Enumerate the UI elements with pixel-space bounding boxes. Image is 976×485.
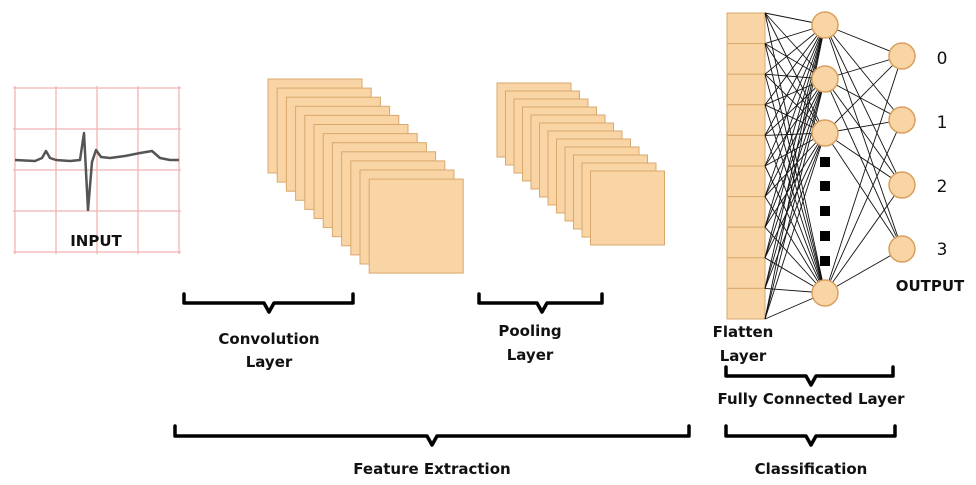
connection-line xyxy=(764,78,826,258)
output-node xyxy=(888,171,916,199)
output-label: OUTPUT xyxy=(896,277,965,295)
connection-line xyxy=(764,132,826,320)
connection-line xyxy=(824,24,903,186)
flatten-cell xyxy=(726,226,766,259)
connection-line xyxy=(824,132,903,186)
connection-line xyxy=(824,78,903,121)
fc-connections xyxy=(764,12,903,320)
pooling-feature-maps xyxy=(496,82,665,246)
flatten-cell xyxy=(726,73,766,106)
connection-line xyxy=(764,24,826,228)
connection-line xyxy=(764,226,826,294)
ellipsis-square xyxy=(820,256,830,266)
connection-line xyxy=(764,78,826,197)
connection-line xyxy=(824,55,903,134)
flatten-cell xyxy=(726,257,766,289)
connection-line xyxy=(764,132,826,258)
pool-label-line1: Pooling xyxy=(498,322,561,340)
classification-bracket xyxy=(724,424,897,447)
connection-line xyxy=(824,24,903,250)
ellipsis-square xyxy=(820,231,830,241)
connection-line xyxy=(764,78,826,320)
connection-line xyxy=(824,119,903,294)
output-node xyxy=(888,106,916,134)
connection-line xyxy=(824,248,903,294)
connection-line xyxy=(764,165,826,294)
connection-line xyxy=(764,24,826,197)
conv-label-line2: Layer xyxy=(246,353,293,371)
connection-line xyxy=(764,73,826,134)
conv-bracket xyxy=(182,292,355,314)
pool-bracket xyxy=(477,292,604,314)
hidden-node xyxy=(811,65,839,93)
flatten-layer-column xyxy=(726,12,766,320)
connection-line xyxy=(824,24,903,121)
conv-label-line1: Convolution xyxy=(218,330,319,348)
pool-label-line2: Layer xyxy=(507,346,554,364)
output-class-label: 3 xyxy=(937,240,948,260)
connection-line xyxy=(764,78,826,289)
hidden-layer-ellipsis xyxy=(820,157,830,266)
connection-line xyxy=(764,196,826,294)
flatten-cell xyxy=(726,196,766,228)
connection-line xyxy=(824,78,903,186)
connection-line xyxy=(824,132,903,250)
connection-line xyxy=(764,24,826,167)
classification-label: Classification xyxy=(755,460,868,478)
connection-line xyxy=(764,24,826,289)
flatten-cell xyxy=(726,104,766,136)
input-ecg: INPUT xyxy=(13,86,181,254)
fc-bracket xyxy=(724,365,895,387)
feature-extraction-bracket xyxy=(173,424,691,447)
flatten-cell xyxy=(726,287,766,320)
flatten-label-line1: Flatten xyxy=(713,323,774,341)
connection-line xyxy=(764,132,826,197)
feature-map xyxy=(368,178,464,274)
connection-line xyxy=(824,78,903,250)
connection-line xyxy=(764,78,826,228)
connection-line xyxy=(764,24,826,136)
input-label: INPUT xyxy=(70,232,122,250)
hidden-node xyxy=(811,11,839,39)
hidden-node xyxy=(811,279,839,307)
output-node xyxy=(888,42,916,70)
ellipsis-square xyxy=(820,157,830,167)
flatten-cell xyxy=(726,12,766,45)
connection-line xyxy=(764,24,826,106)
ecg-signal xyxy=(14,131,179,212)
connection-line xyxy=(824,184,903,294)
ellipsis-square xyxy=(820,181,830,191)
output-layer-nodes xyxy=(888,42,916,263)
hidden-layer-nodes xyxy=(811,11,839,307)
connection-line xyxy=(764,132,826,289)
connection-line xyxy=(824,24,903,57)
connection-line xyxy=(764,24,826,258)
hidden-node xyxy=(811,119,839,147)
convolution-feature-maps xyxy=(267,78,464,274)
connection-line xyxy=(764,135,826,294)
connection-line xyxy=(764,78,826,167)
feature-extraction-label: Feature Extraction xyxy=(353,460,510,478)
ellipsis-square xyxy=(820,206,830,216)
output-class-label: 1 xyxy=(937,113,948,133)
output-node xyxy=(888,235,916,263)
feature-map xyxy=(590,170,665,246)
flatten-cell xyxy=(726,165,766,198)
flatten-cell xyxy=(726,43,766,75)
connection-line xyxy=(764,132,826,228)
fully-connected-label: Fully Connected Layer xyxy=(717,390,905,408)
flatten-cell xyxy=(726,134,766,167)
ecg-grid xyxy=(13,86,181,254)
connection-line xyxy=(824,55,903,294)
output-class-label: 0 xyxy=(937,49,948,69)
flatten-label-line2: Layer xyxy=(720,347,767,365)
output-class-label: 2 xyxy=(937,177,948,197)
